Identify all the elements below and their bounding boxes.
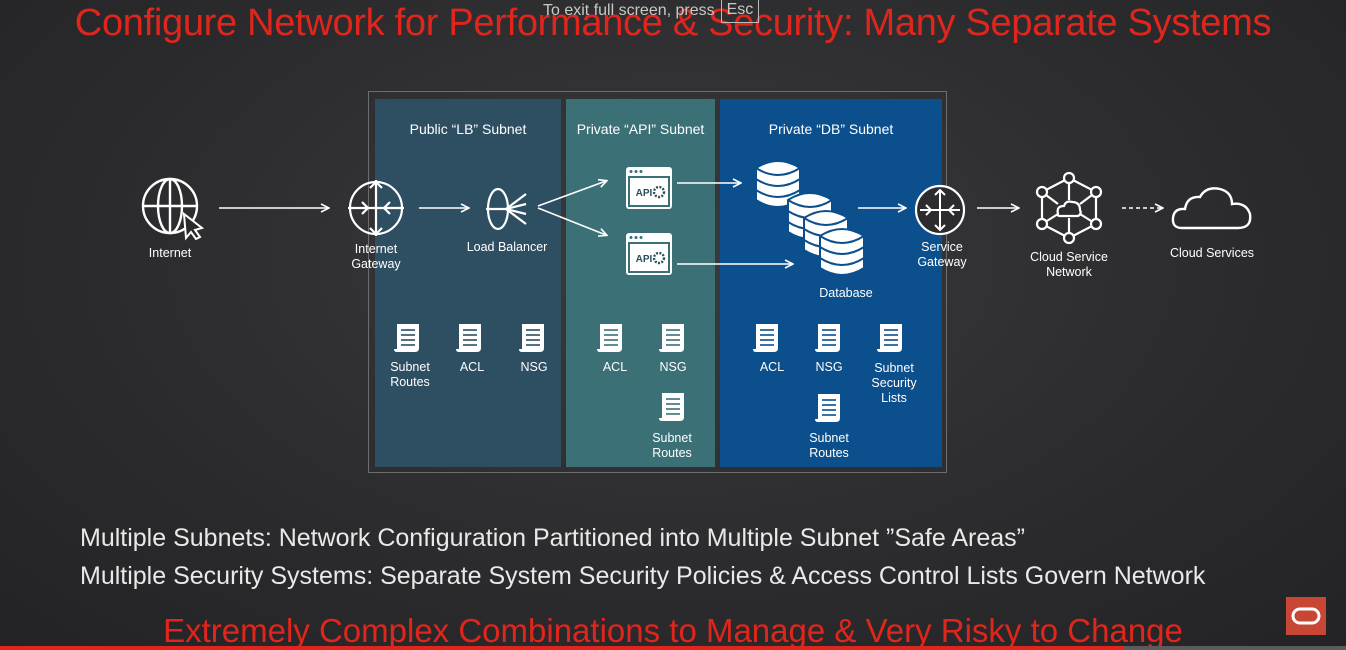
subnet-db-title: Private “DB” Subnet: [768, 121, 894, 137]
bottom-banner: Extremely Complex Combinations to Manage…: [163, 612, 1183, 649]
api-window-icon: API: [626, 233, 672, 275]
db-security-lists-line3: Lists: [881, 391, 907, 405]
subnet-private-api: Private “API” Subnet: [566, 99, 715, 467]
internet-label: Internet: [148, 246, 192, 260]
api-icon-text-2: API: [636, 254, 653, 265]
db-subnet-routes-line1: Subnet: [809, 431, 849, 445]
video-progress-bar[interactable]: [0, 646, 1346, 650]
document-icon: [519, 324, 544, 352]
internet-gateway-icon: [348, 180, 404, 236]
api-subnet-routes-label: Subnet Routes: [652, 431, 692, 461]
load-balancer-icon: [486, 187, 527, 231]
load-balancer-label: Load Balancer: [466, 240, 548, 254]
document-icon: [394, 324, 419, 352]
lb-nsg-label: NSG: [520, 360, 548, 374]
subnet-public-lb: Public “LB” Subnet: [375, 99, 561, 467]
database-label: Database: [819, 286, 873, 300]
diagram-frame: [368, 91, 947, 473]
esc-key: Esc: [720, 0, 760, 23]
document-icon: [597, 324, 622, 352]
database-icon: [755, 160, 865, 276]
subnet-lb-title: Public “LB” Subnet: [409, 121, 527, 137]
internet-gateway-label-line1: Internet: [354, 242, 398, 256]
cloud-service-network-label-line2: Network: [1046, 265, 1092, 279]
db-security-lists-line1: Subnet: [874, 361, 914, 375]
document-icon: [659, 393, 684, 421]
document-icon: [877, 324, 902, 352]
document-icon: [659, 324, 684, 352]
lb-subnet-routes-line1: Subnet: [390, 360, 430, 374]
subnet-api-title: Private “API” Subnet: [576, 121, 705, 137]
lb-subnet-routes-label: Subnet Routes: [390, 360, 430, 390]
internet-gateway-label: Internet Gateway: [351, 242, 400, 272]
api-icon-text-1: API: [636, 188, 653, 199]
internet-gateway-label-line2: Gateway: [351, 257, 401, 271]
db-nsg-label: NSG: [815, 360, 843, 374]
cloud-network-icon: [1035, 171, 1103, 245]
fullscreen-hint: To exit full screen, press Esc: [543, 0, 760, 23]
video-progress-fill: [0, 646, 1124, 650]
db-acl-label: ACL: [759, 360, 785, 374]
db-security-lists-line2: Security: [871, 376, 917, 390]
footer-line-security: Multiple Security Systems: Separate Syst…: [80, 562, 1206, 590]
api-window-icon: API: [626, 167, 672, 209]
service-gateway-label-line1: Service: [921, 240, 963, 254]
document-icon: [815, 324, 840, 352]
globe-cursor-icon: [141, 177, 205, 241]
service-gateway-label: Service Gateway: [917, 240, 966, 270]
lb-subnet-routes-line2: Routes: [390, 375, 430, 389]
db-subnet-routes-line2: Routes: [809, 446, 849, 460]
lb-acl-label: ACL: [459, 360, 485, 374]
slide-title: Configure Network for Performance & Secu…: [74, 2, 1272, 44]
cloud-services-label: Cloud Services: [1169, 246, 1255, 260]
db-security-lists-label: Subnet Security Lists: [871, 361, 916, 406]
document-icon: [815, 394, 840, 422]
api-subnet-routes-line2: Routes: [652, 446, 692, 460]
document-icon: [456, 324, 481, 352]
service-gateway-icon: [914, 184, 966, 236]
fullscreen-hint-text: To exit full screen, press: [543, 2, 715, 19]
footer-line-subnets: Multiple Subnets: Network Configuration …: [80, 524, 1025, 552]
cloud-service-network-label: Cloud Service Network: [1030, 250, 1108, 280]
cloud-service-network-label-line1: Cloud Service: [1030, 250, 1108, 264]
api-acl-label: ACL: [602, 360, 628, 374]
service-gateway-label-line2: Gateway: [917, 255, 967, 269]
db-subnet-routes-label: Subnet Routes: [809, 431, 849, 461]
oracle-logo-badge[interactable]: [1286, 597, 1326, 635]
api-nsg-label: NSG: [659, 360, 687, 374]
cloud-icon: [1171, 187, 1252, 230]
oracle-logo-icon: [1291, 607, 1321, 625]
api-subnet-routes-line1: Subnet: [652, 431, 692, 445]
document-icon: [753, 324, 778, 352]
